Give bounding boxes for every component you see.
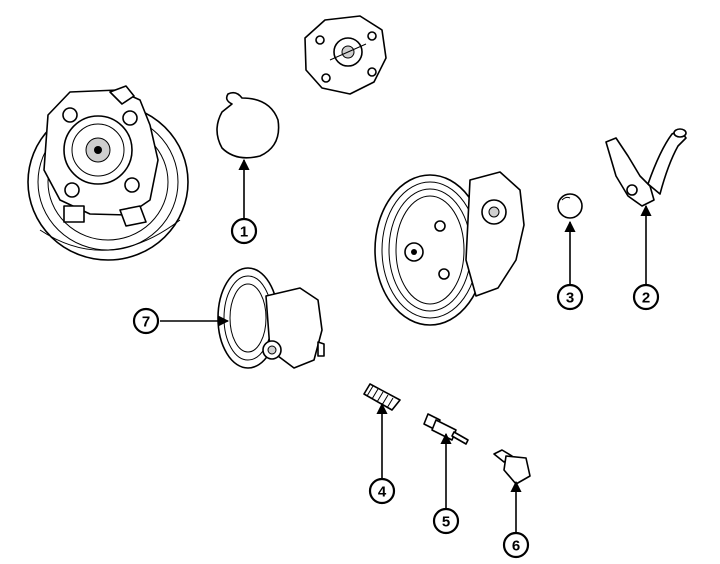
spring-illustration [363,383,401,411]
callout-7: 7 [132,307,160,335]
callout-6: 6 [502,531,530,559]
callout-6-label: 6 [512,538,520,555]
leader-lines [160,158,652,532]
callout-2-label: 2 [642,290,650,307]
callout-7-label: 7 [142,314,150,331]
callout-4: 4 [368,477,396,505]
gasket-illustration [216,91,280,159]
callout-5-label: 5 [442,514,450,531]
check-ball-illustration [557,193,583,219]
callout-1: 1 [230,217,258,245]
power-steering-pump-illustration [374,171,525,326]
callout-1-label: 1 [240,224,248,241]
pump-cover-plate-illustration [304,15,387,95]
pulley-pump-illustration [217,267,325,369]
callout-2: 2 [632,283,660,311]
callout-4-label: 4 [378,484,387,501]
callouts: 1 2 3 4 5 6 7 [132,217,660,559]
callout-3-label: 3 [566,290,574,307]
callout-3: 3 [556,283,584,311]
pump-assembly-illustration [27,85,189,261]
bracket-tube-illustration [605,128,687,207]
fitting-illustration [493,449,531,485]
callout-5: 5 [432,507,460,535]
